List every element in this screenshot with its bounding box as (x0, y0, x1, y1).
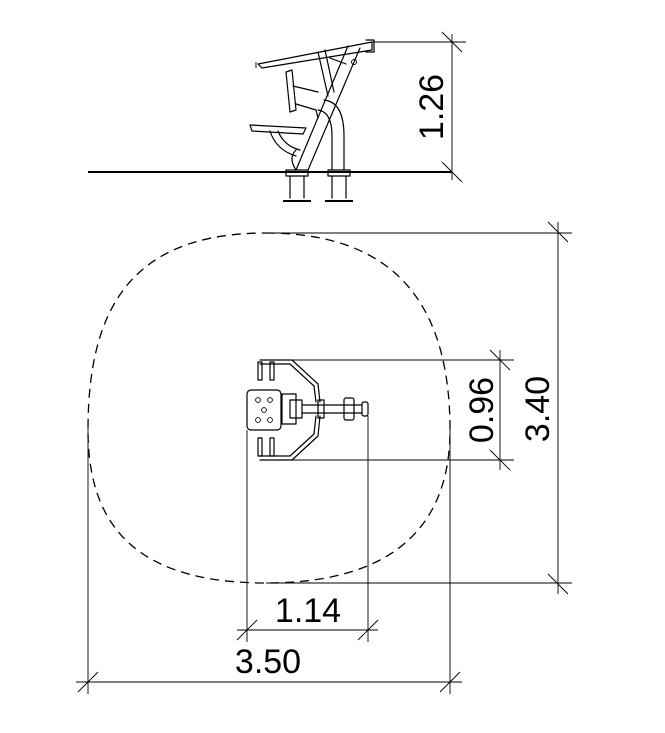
footing-left (283, 169, 311, 202)
dimension-side-height: 1.26 (372, 31, 466, 183)
dimension-plan-outer-width: 3.50 (76, 420, 462, 694)
dimension-label-plan-outer-width: 3.50 (235, 643, 301, 681)
plan-view: 0.96 3.40 1.14 3.50 (76, 221, 572, 694)
dimension-label-plan-outer-height: 3.40 (519, 376, 557, 442)
dimension-plan-inner-width: 1.14 (236, 416, 379, 642)
seat-plan (246, 389, 282, 431)
safety-zone-boundary (87, 232, 451, 584)
dimension-plan-inner-height: 0.96 (268, 349, 514, 471)
equipment-plan (246, 359, 369, 461)
rear-post (317, 99, 345, 171)
main-frame-beam (291, 45, 361, 171)
backrest (285, 69, 319, 119)
seat (249, 124, 307, 157)
dimension-plan-outer-height: 3.40 (266, 221, 572, 595)
side-elevation: 1.26 (88, 31, 466, 202)
handle-arm (255, 39, 375, 97)
dimension-label-plan-inner-width: 1.14 (275, 592, 341, 630)
dimension-label-plan-inner-height: 0.96 (463, 377, 501, 443)
dimension-label-side-height: 1.26 (413, 74, 451, 140)
footing-right (325, 169, 353, 202)
